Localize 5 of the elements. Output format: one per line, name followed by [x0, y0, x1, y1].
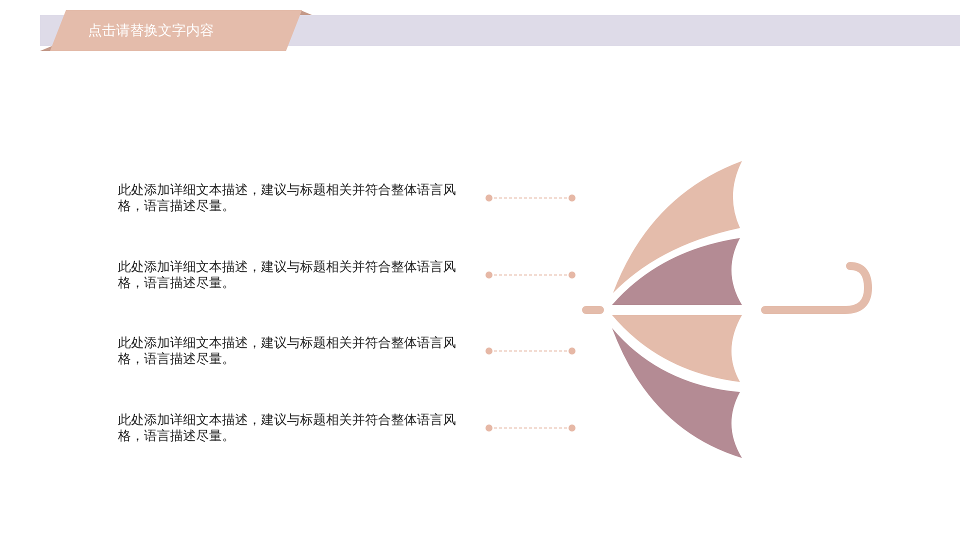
description-text: 此处添加详细文本描述，建议与标题相关并符合整体语言风格，语言描述尽量。	[118, 412, 457, 444]
description-text: 此处添加详细文本描述，建议与标题相关并符合整体语言风格，语言描述尽量。	[118, 335, 457, 367]
title: 点击请替换文字内容	[88, 22, 214, 40]
description-text: 此处添加详细文本描述，建议与标题相关并符合整体语言风格，语言描述尽量。	[118, 259, 457, 291]
description-text: 此处添加详细文本描述，建议与标题相关并符合整体语言风格，语言描述尽量。	[118, 182, 457, 214]
